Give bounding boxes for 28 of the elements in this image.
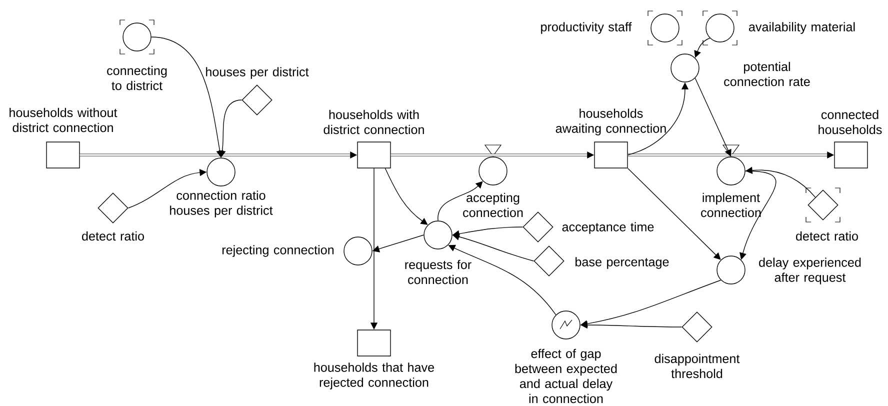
node-label: rejecting connection xyxy=(222,245,334,257)
node-label: base percentage xyxy=(576,257,669,269)
node-label: productivity staff xyxy=(541,22,632,34)
arrow xyxy=(628,168,721,260)
node-label: availability material xyxy=(748,22,855,34)
node-label: houses per district xyxy=(206,67,309,79)
flow-pipe xyxy=(80,152,357,158)
node-label: acceptance time xyxy=(562,222,654,234)
node-label: potential connection rate xyxy=(724,62,810,86)
node-label: delay experienced after request xyxy=(759,258,861,284)
node-label: effect of gap between expected and actual delay in connection xyxy=(515,348,617,404)
flow-pipe xyxy=(390,152,594,158)
node-label: disappointment threshold xyxy=(654,354,740,378)
node-label: households with district connection xyxy=(324,110,424,134)
node-label: detect ratio xyxy=(82,231,144,241)
arrow xyxy=(384,168,428,225)
node-label: detect ratio xyxy=(796,231,858,241)
node-label: households without district connection xyxy=(10,108,118,132)
node-label: households awaiting connection xyxy=(556,108,666,136)
node-label: connecting to district xyxy=(107,66,167,90)
node-label: connected households xyxy=(818,110,882,134)
arrow xyxy=(438,181,483,221)
node-label: accepting connection xyxy=(463,192,523,218)
node-label: requests for connection xyxy=(405,260,472,284)
node-label: households that have rejected connection xyxy=(314,362,434,390)
node-label: connection ratio houses per district xyxy=(170,190,273,218)
node-label: implement connection xyxy=(701,192,761,218)
flow-pipe xyxy=(628,152,834,158)
